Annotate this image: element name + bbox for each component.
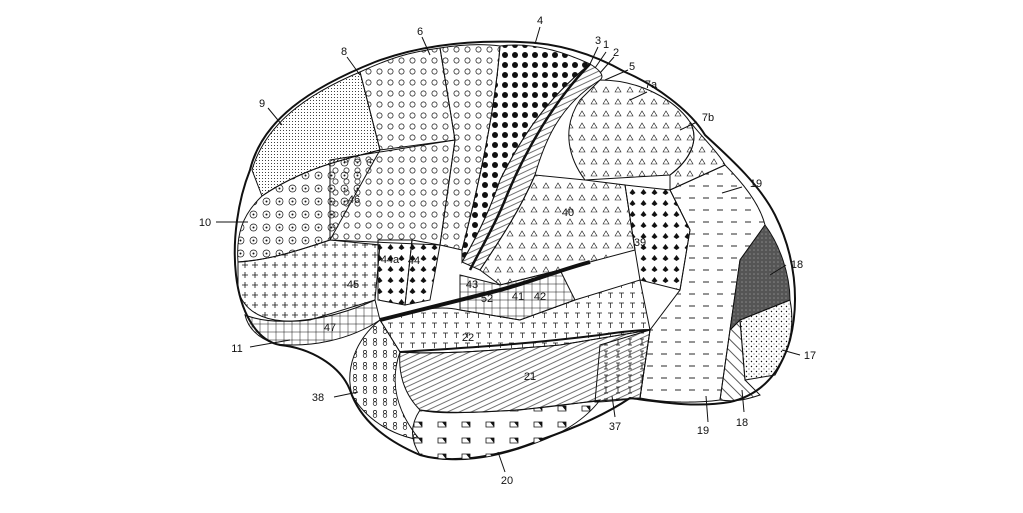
area-44-region [404,239,441,306]
label-area-7b: 7b [702,112,714,124]
label-area-46: 46 [348,194,360,206]
label-area-5: 5 [629,61,635,73]
label-area-9: 9 [259,98,265,110]
label-area-8: 8 [341,46,347,58]
lateral-sulcus [379,260,591,322]
label-area-52: 52 [481,293,493,305]
label-area-1: 1 [603,39,609,51]
area-5-7a-region [568,79,695,181]
label-area-19-bottom: 19 [697,425,709,437]
label-area-18-bottom: 18 [736,417,748,429]
label-area-7a: 7a [645,79,658,91]
label-area-17: 17 [804,350,816,362]
area-38-region [349,319,422,441]
label-area-6: 6 [417,26,423,38]
label-area-3: 3 [595,35,601,47]
central-sulcus [468,63,591,271]
label-area-18-right: 18 [791,259,803,271]
label-area-37: 37 [609,421,621,433]
area-18b-region [719,318,761,402]
label-area-10: 10 [199,217,211,229]
label-area-40: 40 [562,207,574,219]
label-area-42: 42 [534,291,546,303]
label-area-39: 39 [634,237,646,249]
area-7b-region [669,121,726,191]
superior-temporal-sulcus [399,329,651,353]
area-20-region [412,399,602,461]
label-area-19-top: 19 [750,178,762,190]
label-area-41: 41 [512,291,524,303]
label-area-21: 21 [524,371,536,383]
label-area-4: 4 [537,15,543,27]
area-47-region [244,299,381,346]
label-area-43: 43 [466,279,478,291]
label-area-47: 47 [324,322,336,334]
label-area-44a: 44a [381,254,400,266]
label-area-11: 11 [231,343,242,355]
label-area-38: 38 [312,392,324,404]
label-area-22: 22 [462,332,474,344]
label-area-45: 45 [347,279,359,291]
label-area-20: 20 [501,475,513,487]
label-area-44: 44 [408,255,420,267]
leader-lines [216,26,801,473]
label-area-2: 2 [613,47,619,59]
area-17-region [739,299,793,381]
